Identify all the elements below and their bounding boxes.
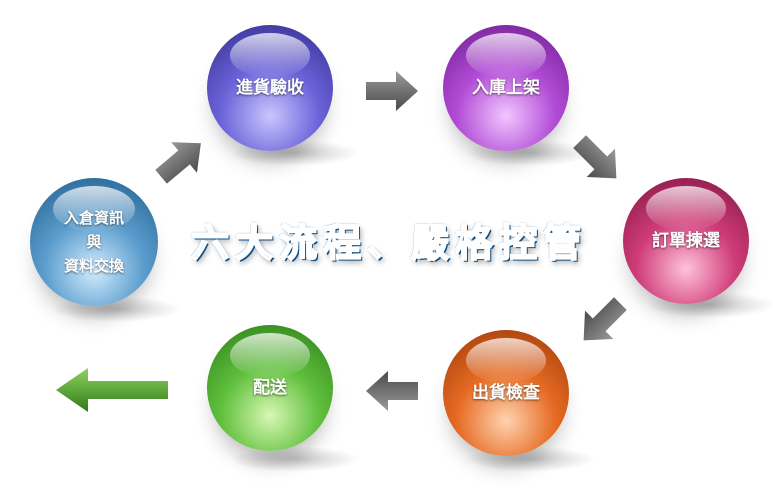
step-inspection-node: 出貨檢查: [443, 330, 569, 456]
step-label: 配送: [253, 378, 287, 398]
arrow-left-icon: [366, 371, 418, 411]
arrow-right-icon: [366, 71, 418, 111]
step-receiving-node: 進貨驗收: [207, 25, 333, 151]
step-data-exchange-node: 入倉資訊 與 資料交換: [30, 178, 158, 306]
step-label: 進貨驗收: [236, 78, 304, 98]
arrow-down-left-icon: [583, 297, 627, 341]
arrow-up-right-icon: [155, 142, 201, 184]
exit-arrow-left-icon: [56, 368, 168, 412]
step-label: 入庫上架: [472, 78, 540, 98]
step-label: 入倉資訊 與 資料交換: [63, 209, 124, 275]
step-delivery-node: 配送: [207, 325, 333, 451]
step-label: 出貨檢查: [472, 383, 540, 403]
node-shadow: [230, 446, 360, 472]
step-shelving-node: 入庫上架: [443, 25, 569, 151]
step-label: 訂單揀選: [652, 231, 720, 251]
step-picking-node: 訂單揀選: [623, 178, 749, 304]
arrow-down-right-icon: [573, 135, 617, 179]
headline-title: 六大流程、嚴格控管: [190, 220, 587, 266]
